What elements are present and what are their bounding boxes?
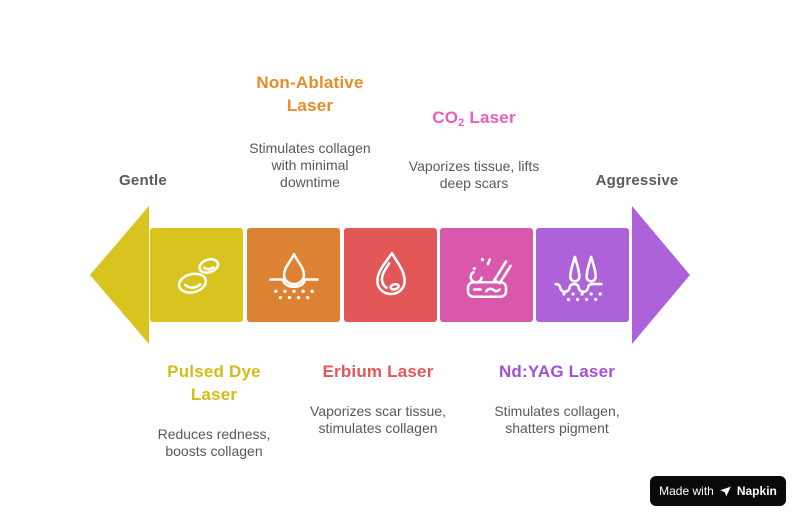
blood-cells-icon bbox=[177, 257, 219, 294]
annotation-pulsed-dye-laser: Pulsed Dye Laser Reduces redness, boosts… bbox=[144, 360, 284, 460]
non-ablative-laser-description: Stimulates collagen with minimal downtim… bbox=[249, 140, 371, 190]
hair-follicle-icon bbox=[553, 255, 603, 302]
annotation-erbium-laser: Erbium Laser Vaporizes scar tissue, stim… bbox=[303, 360, 453, 437]
flame-icon bbox=[375, 251, 406, 296]
gentle-direction-arrow bbox=[90, 206, 149, 344]
segment-non-ablative-laser bbox=[247, 228, 340, 322]
pulsed-dye-laser-description: Reduces redness, boosts collagen bbox=[157, 426, 271, 459]
pulsed-dye-laser-title: Pulsed Dye Laser bbox=[167, 362, 261, 404]
scale-label-aggressive: Aggressive bbox=[595, 172, 679, 189]
co2-laser-title: CO2 Laser bbox=[404, 106, 544, 135]
badge-made-with-text: Made with bbox=[659, 484, 714, 498]
erbium-laser-title: Erbium Laser bbox=[322, 362, 434, 381]
napkin-badge: Made with Napkin bbox=[650, 476, 786, 506]
segment-co2-laser bbox=[440, 228, 533, 322]
segment-erbium-laser bbox=[344, 228, 437, 322]
co2-laser-description: Vaporizes tissue, lifts deep scars bbox=[408, 158, 540, 191]
aggressive-direction-arrow bbox=[632, 206, 690, 344]
laser-pen-icon bbox=[466, 257, 512, 299]
badge-brand-text: Napkin bbox=[736, 484, 777, 498]
non-ablative-laser-title: Non-Ablative Laser bbox=[256, 73, 364, 115]
co2-title-rest: Laser bbox=[464, 108, 516, 127]
nd-yag-laser-description: Stimulates collagen, shatters pigment bbox=[494, 403, 620, 436]
droplet-skin-icon bbox=[268, 252, 319, 300]
nd-yag-laser-title: Nd:YAG Laser bbox=[498, 362, 616, 381]
erbium-laser-description: Vaporizes scar tissue, stimulates collag… bbox=[310, 403, 446, 436]
scale-label-gentle: Gentle bbox=[119, 172, 167, 189]
co2-title-subscript: 2 bbox=[458, 117, 465, 129]
napkin-logo-icon bbox=[720, 486, 731, 496]
co2-title-main: CO bbox=[432, 108, 459, 127]
segment-nd-yag-laser bbox=[536, 228, 629, 322]
annotation-nd-yag-laser: Nd:YAG Laser Stimulates collagen, shatte… bbox=[472, 360, 642, 437]
segment-pulsed-dye-laser bbox=[150, 228, 243, 322]
annotation-co2-laser: CO2 Laser Vaporizes tissue, lifts deep s… bbox=[404, 106, 544, 192]
annotation-non-ablative-laser: Non-Ablative Laser Stimulates collagen w… bbox=[240, 71, 380, 191]
